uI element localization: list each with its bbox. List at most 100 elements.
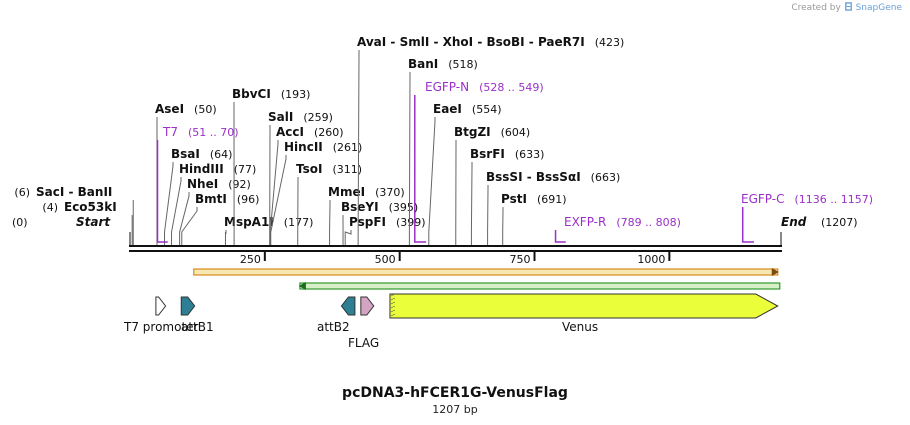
enzyme-position: (50)	[194, 103, 217, 116]
enzyme-site: HindIII (77)	[171, 162, 257, 246]
enzyme-position: (604)	[501, 126, 531, 139]
enzyme-site: MmeI(370)	[328, 185, 405, 246]
enzyme-name: SacI - BanII	[36, 185, 112, 199]
enzyme-sites: SacI - BanII(6)Eco53kI(4)AseI(50)BsaI(64…	[14, 35, 624, 246]
enzyme-cut-line	[428, 117, 436, 246]
enzyme-name: PspFI	[349, 215, 386, 229]
enzyme-name: Eco53kI	[64, 200, 117, 214]
enzyme-position: (395)	[389, 201, 419, 214]
primer-range: (51 .. 70)	[188, 126, 239, 139]
primer-range: (1136 .. 1157)	[794, 193, 873, 206]
hatch-stroke	[390, 293, 396, 297]
primer-range: (789 .. 808)	[616, 216, 681, 229]
feature-label: T7 promoter	[123, 320, 199, 334]
enzyme-name: BsaI	[171, 147, 200, 161]
primer-site: EGFP-C(1136 .. 1157)	[741, 192, 873, 243]
enzyme-site: BsrFI (633)	[470, 147, 544, 246]
enzyme-position: (663)	[591, 171, 621, 184]
enzyme-name: HincII	[284, 140, 323, 154]
enzyme-site: EaeI(554)	[428, 102, 502, 246]
primer-name: T7	[162, 125, 178, 139]
feature-arrow-body	[180, 296, 196, 316]
enzyme-site: PstI(691)	[501, 192, 567, 246]
primer-site: EXFP-R (789 .. 808)	[554, 215, 681, 243]
hatch-stroke	[390, 297, 396, 301]
enzyme-position: (633)	[515, 148, 545, 161]
enzyme-position: (77)	[234, 163, 257, 176]
enzyme-name: BanI	[408, 57, 438, 71]
primer-site: T7 (51 .. 70)	[156, 125, 239, 243]
feature-venus: Venus	[389, 293, 779, 334]
feature-arrow-body	[340, 296, 356, 316]
feature-label: FLAG	[348, 336, 379, 350]
enzyme-name: BbvCI	[232, 87, 271, 101]
enzyme-name: BmtI	[195, 192, 227, 206]
enzyme-name: MmeI	[328, 185, 365, 199]
primer-range: (528 .. 549)	[479, 81, 544, 94]
enzyme-site: BseYI (395)	[341, 200, 418, 246]
enzyme-name: BseYI	[341, 200, 379, 214]
enzyme-cut-line	[408, 72, 411, 246]
enzyme-name: EaeI	[433, 102, 462, 116]
ruler-tick-label: 500	[375, 253, 396, 266]
enzyme-site: BbvCI(193)	[232, 87, 310, 246]
feature-attb1: attB1	[180, 296, 214, 334]
enzyme-site: BanI(518)	[408, 57, 478, 246]
enzyme-site: SalI(259)	[268, 110, 333, 246]
enzyme-position: (96)	[237, 193, 260, 206]
primer-name: EXFP-R	[564, 215, 606, 229]
primer-binding-mark	[156, 140, 168, 243]
plasmid-title: pcDNA3-hFCER1G-VenusFlag	[342, 385, 568, 401]
enzyme-position: (177)	[284, 216, 314, 229]
hatch-stroke	[390, 305, 396, 309]
end-label: End	[781, 215, 807, 229]
enzyme-position: (261)	[333, 141, 363, 154]
primer-name: EGFP-N	[425, 80, 469, 94]
enzyme-position: (6)	[14, 186, 30, 199]
enzyme-name: TsoI	[296, 162, 322, 176]
enzyme-name: HindIII	[179, 162, 224, 176]
enzyme-site: PspFI(399)	[344, 215, 426, 246]
enzyme-name: PstI	[501, 192, 527, 206]
enzyme-position: (260)	[314, 126, 344, 139]
enzyme-site: BssSI - BssSαI(663)	[486, 170, 620, 246]
enzyme-site: HincII (261)	[270, 140, 363, 246]
enzyme-position: (64)	[210, 148, 233, 161]
plasmid-length: 1207 bp	[432, 403, 478, 416]
enzyme-cut-line	[164, 162, 174, 246]
snapgene-credit: Created by SnapGene	[791, 2, 902, 13]
enzyme-cut-line	[270, 155, 287, 246]
hatch-stroke	[390, 313, 396, 317]
ruler-tick-label: 250	[240, 253, 261, 266]
enzyme-site: BmtI (96)	[181, 192, 260, 246]
start-position: (0)	[12, 216, 28, 229]
venus-hatch	[390, 293, 396, 317]
end-position: (1207)	[821, 216, 858, 229]
orf-body	[193, 268, 779, 276]
feature-label: attB1	[181, 320, 214, 334]
enzyme-name: SalI	[268, 110, 293, 124]
enzyme-name: AseI	[155, 102, 184, 116]
feature-arrow-body	[360, 296, 375, 316]
enzyme-site: AccI(260)	[269, 125, 344, 246]
plasmid-linear-map: SacI - BanII(6)Eco53kI(4)AseI(50)BsaI(64…	[12, 35, 873, 350]
enzyme-cut-line	[224, 230, 227, 246]
feature-t7-promoter: T7 promoter	[123, 296, 199, 334]
feature-flag: FLAG	[348, 296, 379, 350]
sequence-backbone	[129, 232, 782, 252]
ruler-tick-label: 750	[510, 253, 531, 266]
orf-arrowhead	[771, 268, 779, 276]
enzyme-cut-line	[357, 50, 360, 246]
primer-binding-mark	[414, 95, 427, 243]
snapgene-logo-icon	[844, 2, 852, 11]
enzyme-name: BsrFI	[470, 147, 505, 161]
enzyme-name: BtgZI	[454, 125, 491, 139]
enzyme-cut-line	[470, 162, 473, 246]
enzyme-site: SacI - BanII (6)	[14, 185, 134, 246]
enzyme-name: NheI	[187, 177, 218, 191]
enzyme-site: TsoI(311)	[296, 162, 362, 246]
hatch-stroke	[390, 309, 396, 313]
